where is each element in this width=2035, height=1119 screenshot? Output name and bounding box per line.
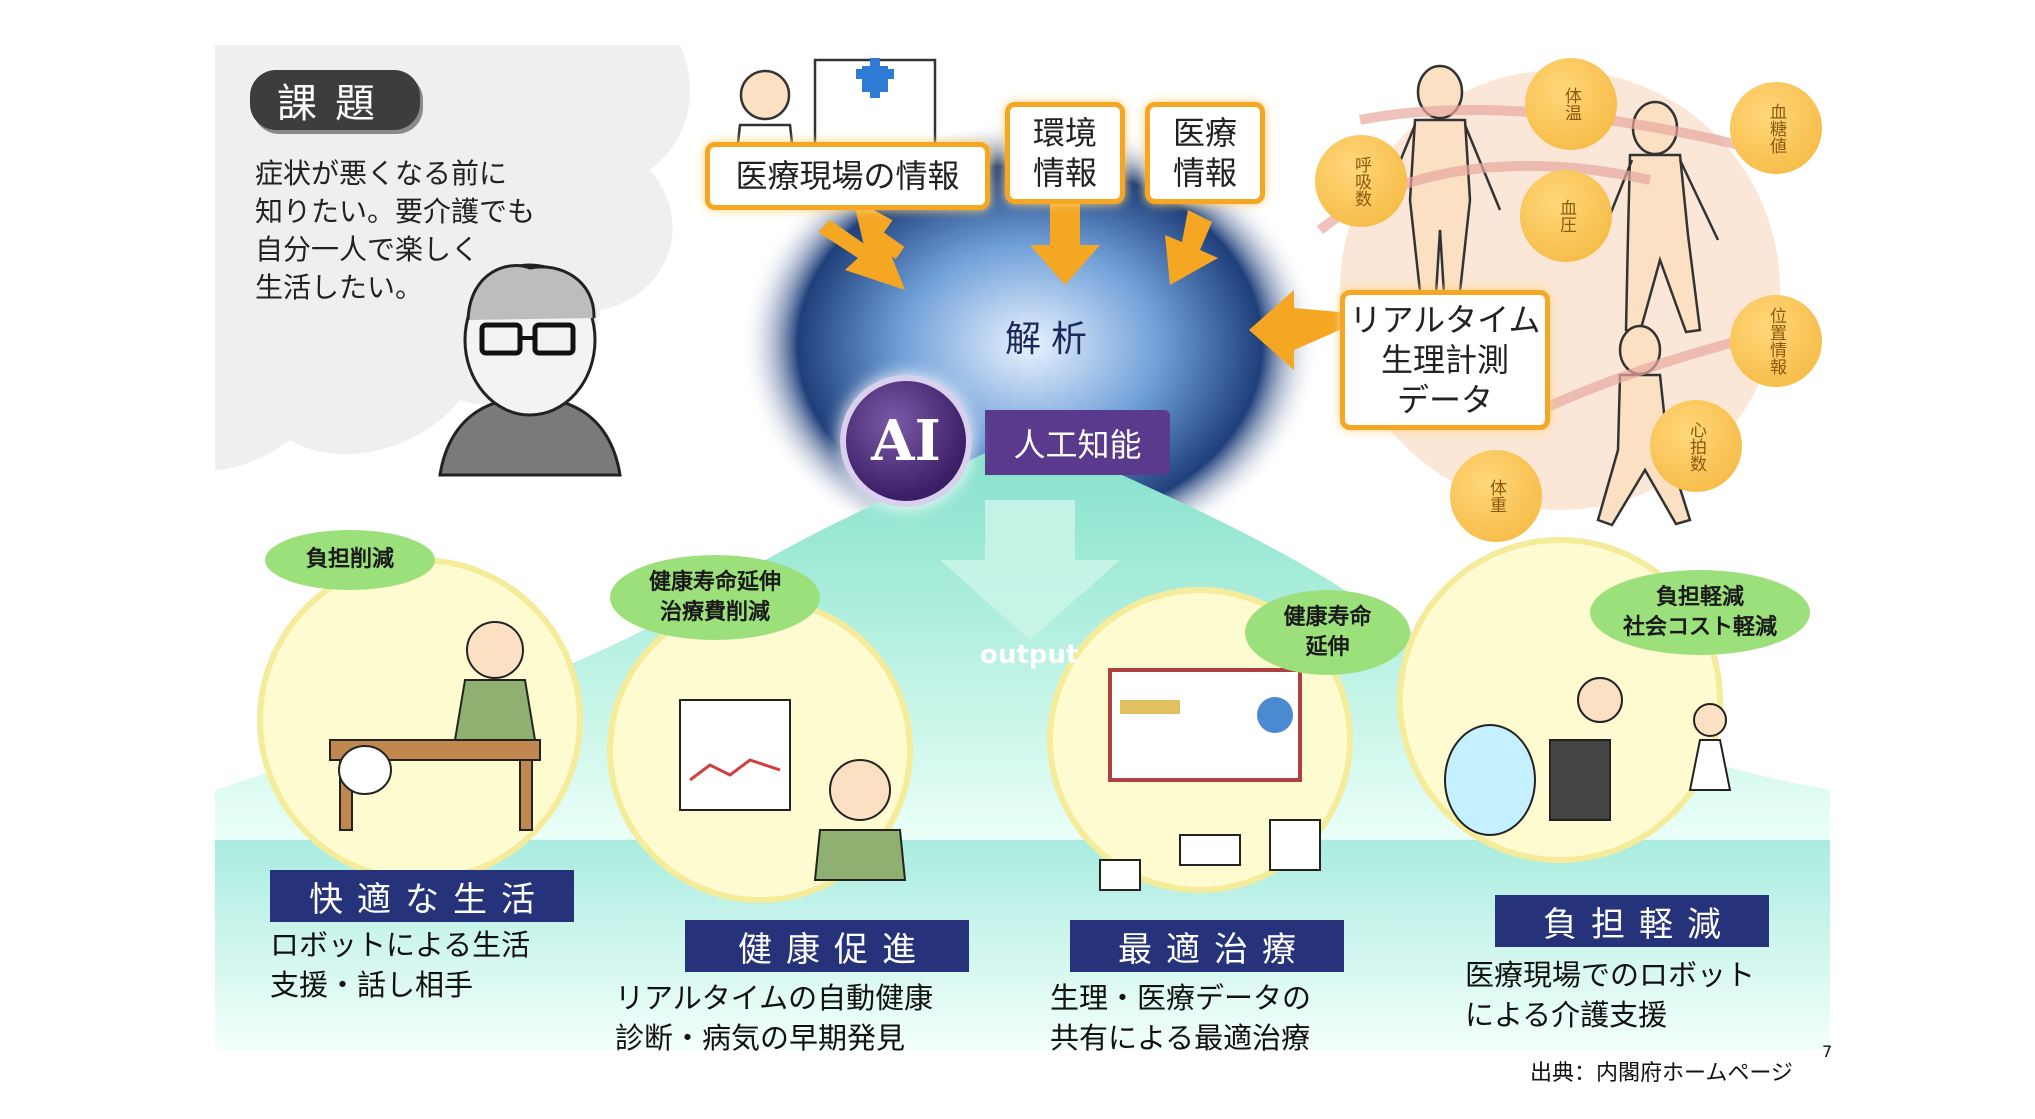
input-arrows [818, 198, 1374, 370]
issue-text: 症状が悪くなる前に 知りたい。要介護でも 自分一人で楽しく 生活したい。 [255, 157, 536, 304]
category-title-comfortable-life: 快適な生活 [270, 870, 574, 922]
category-desc-burden-relief: 医療現場でのロボット による介護支援 [1465, 958, 1756, 1032]
scene-table-robot [329, 621, 541, 831]
output-label: output [980, 640, 1079, 670]
category-title-burden-relief: 負担軽減 [1495, 895, 1769, 947]
scene-shared-data [1099, 668, 1321, 891]
elderly-man-illustration [438, 263, 622, 477]
scene-health-monitor [679, 699, 907, 881]
measure-heart-rate: 心拍数 [1650, 400, 1742, 492]
issue-title: 課題 [250, 70, 420, 130]
measure-respiration: 呼吸数 [1315, 135, 1407, 227]
input-environment: 環境 情報 [1005, 102, 1125, 204]
input-medical-site: 医療現場の情報 [705, 142, 990, 210]
bubble-healthy-life: 健康寿命延伸 治療費削減 [610, 555, 820, 640]
output-arrow [940, 500, 1120, 640]
measure-body-temperature: 体温 [1525, 58, 1617, 150]
category-desc-health-promotion: リアルタイムの自動健康 診断・病気の早期発見 [615, 981, 934, 1055]
category-title-health-promotion: 健康促進 [685, 920, 969, 972]
measure-blood-sugar: 血糖値 [1730, 82, 1822, 174]
category-title-optimal-treatment: 最適治療 [1070, 920, 1344, 972]
category-desc-comfortable-life: ロボットによる生活 支援・話し相手 [270, 928, 531, 1002]
bubble-healthy-longevity: 健康寿命 延伸 [1245, 590, 1410, 675]
ai-logo: AI [840, 375, 972, 507]
thought-bubble-dot [412, 387, 428, 403]
ai-label: 人工知能 [985, 410, 1170, 475]
page-number: 7 [1822, 1042, 1833, 1061]
bubble-social-cost: 負担軽減 社会コスト軽減 [1590, 570, 1810, 655]
measure-blood-pressure: 血圧 [1520, 170, 1612, 262]
measure-location: 位置情報 [1730, 295, 1822, 387]
body-figures [1378, 64, 1720, 527]
input-realtime-data: リアルタイム 生理計測 データ [1340, 290, 1550, 430]
source-credit: 出典：内閣府ホームページ [1530, 1061, 1793, 1086]
bubble-burden-reduction: 負担削減 [265, 530, 435, 590]
category-desc-optimal-treatment: 生理・医療データの 共有による最適治療 [1050, 981, 1312, 1055]
scene-care-robot [1444, 677, 1732, 836]
analysis-label: 解析 [1005, 319, 1098, 360]
measure-weight: 体重 [1450, 450, 1542, 542]
thought-bubble-dot [381, 356, 409, 384]
input-medical: 医療 情報 [1145, 102, 1265, 204]
